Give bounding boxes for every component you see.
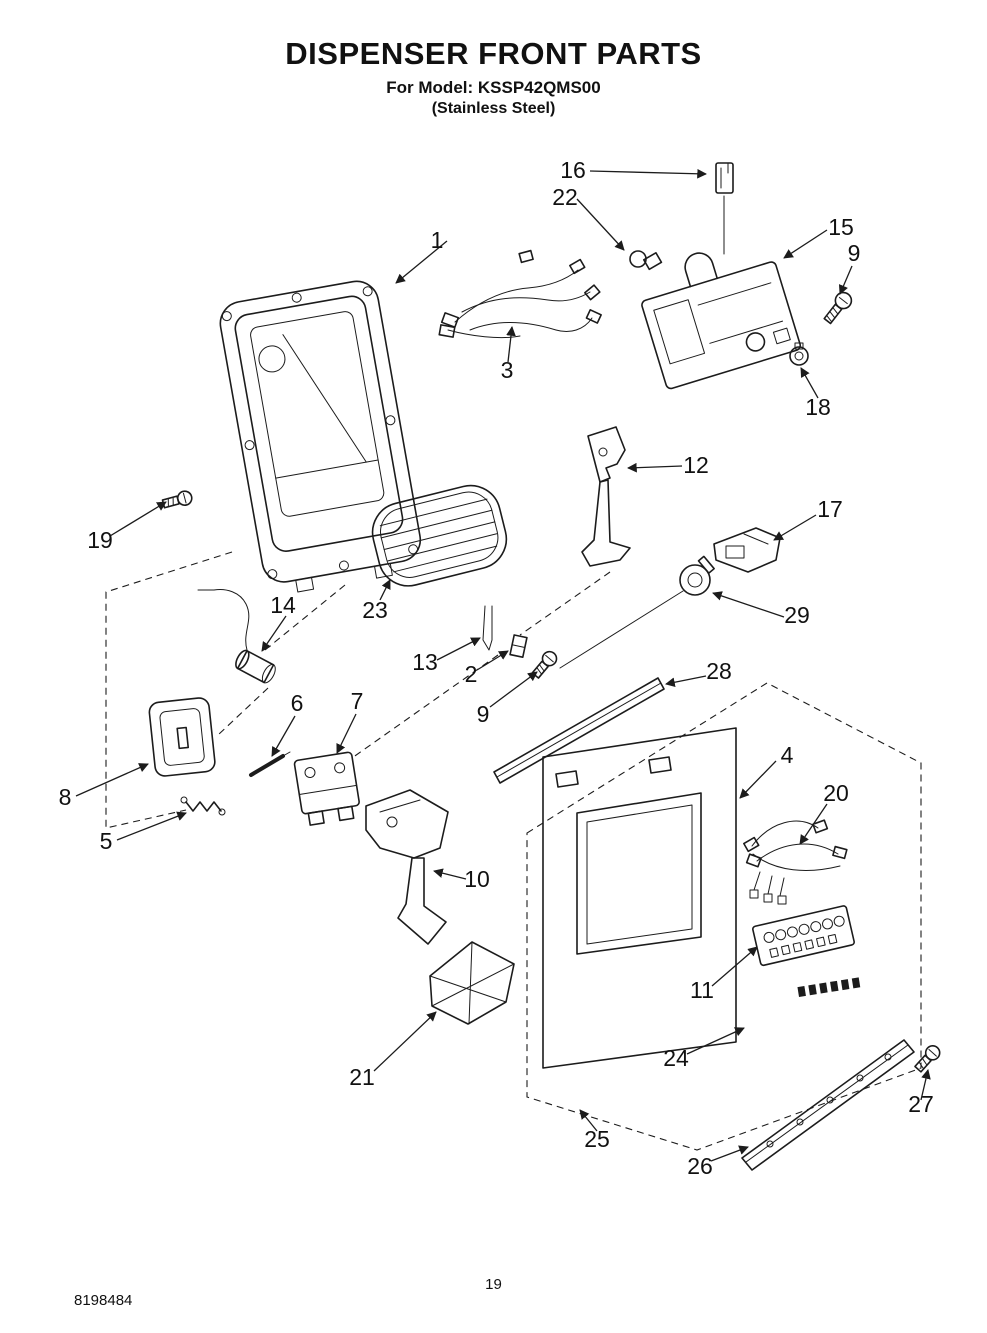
button-row-part-24 <box>797 977 861 997</box>
leader-lines <box>75 168 931 1162</box>
page-title: DISPENSER FRONT PARTS <box>285 36 702 71</box>
actuator-lever-part-12 <box>581 426 631 567</box>
callout-13: 13 <box>412 649 438 675</box>
trim-strip-part-28 <box>493 677 665 784</box>
screw-part-9-upper <box>823 291 853 325</box>
holder-part-8 <box>148 697 216 777</box>
callout-27: 27 <box>908 1091 934 1117</box>
callout-24: 24 <box>663 1045 689 1071</box>
callout-12: 12 <box>683 452 709 478</box>
screw-part-27 <box>914 1044 941 1073</box>
callout-9-upper: 9 <box>848 240 861 266</box>
callout-16: 16 <box>560 157 586 183</box>
clamp-part-29 <box>559 555 715 669</box>
callout-3: 3 <box>501 357 514 383</box>
callout-7: 7 <box>351 688 364 714</box>
callout-11: 11 <box>690 977 714 1003</box>
bulb-part-22 <box>629 250 663 271</box>
callout-20: 20 <box>823 780 849 806</box>
callout-22: 22 <box>552 184 578 210</box>
construction-lines <box>105 551 922 1151</box>
funnel-part-21 <box>429 941 515 1025</box>
callout-numbers: 1 2 3 4 5 6 7 8 9 9 10 11 12 13 14 15 16… <box>59 157 934 1179</box>
callout-6: 6 <box>291 690 304 716</box>
callout-25: 25 <box>584 1126 610 1152</box>
callout-23: 23 <box>362 597 388 623</box>
callout-4: 4 <box>781 742 794 768</box>
screw-part-9-lower <box>531 650 558 679</box>
control-board-part-11 <box>752 905 855 967</box>
callout-14: 14 <box>270 592 296 618</box>
callout-18: 18 <box>805 394 831 420</box>
grommet-part-18 <box>789 342 809 366</box>
dispenser-frame-part-1 <box>219 280 422 593</box>
callout-2: 2 <box>465 661 478 687</box>
switch-bracket-part-7 <box>293 751 360 826</box>
callout-1: 1 <box>431 227 444 253</box>
callout-29: 29 <box>784 602 810 628</box>
control-wiring-part-20 <box>743 819 848 905</box>
lower-trim-part-26 <box>741 1039 915 1171</box>
spring-part-5 <box>180 796 226 816</box>
actuator-arm-part-10 <box>365 789 449 945</box>
screw-part-19 <box>161 490 193 509</box>
callout-9-lower: 9 <box>477 701 490 727</box>
callout-10: 10 <box>464 866 490 892</box>
page-number: 19 <box>485 1276 502 1293</box>
callout-17: 17 <box>817 496 843 522</box>
grille-part-23 <box>371 484 508 587</box>
material-line: (Stainless Steel) <box>431 100 556 117</box>
callout-19: 19 <box>87 527 113 553</box>
clip-part-13 <box>482 605 493 651</box>
callout-8: 8 <box>59 784 72 810</box>
callout-26: 26 <box>687 1153 713 1179</box>
clip-part-16 <box>715 162 734 255</box>
cylinder-part-14 <box>197 589 276 684</box>
housing-part-15 <box>641 252 802 390</box>
document-number: 8198484 <box>74 1292 133 1309</box>
panel-assembly-boundary <box>526 682 922 1151</box>
plate-part-2 <box>509 634 528 659</box>
model-line: For Model: KSSP42QMS00 <box>386 78 601 97</box>
callout-21: 21 <box>349 1064 375 1090</box>
callout-5: 5 <box>100 828 113 854</box>
wiring-harness-part-3 <box>438 249 602 339</box>
callout-15: 15 <box>828 214 854 240</box>
callout-28: 28 <box>706 658 732 684</box>
front-panel-part-4 <box>542 727 737 1069</box>
bracket-part-17 <box>713 527 781 573</box>
pin-part-6 <box>249 751 291 777</box>
